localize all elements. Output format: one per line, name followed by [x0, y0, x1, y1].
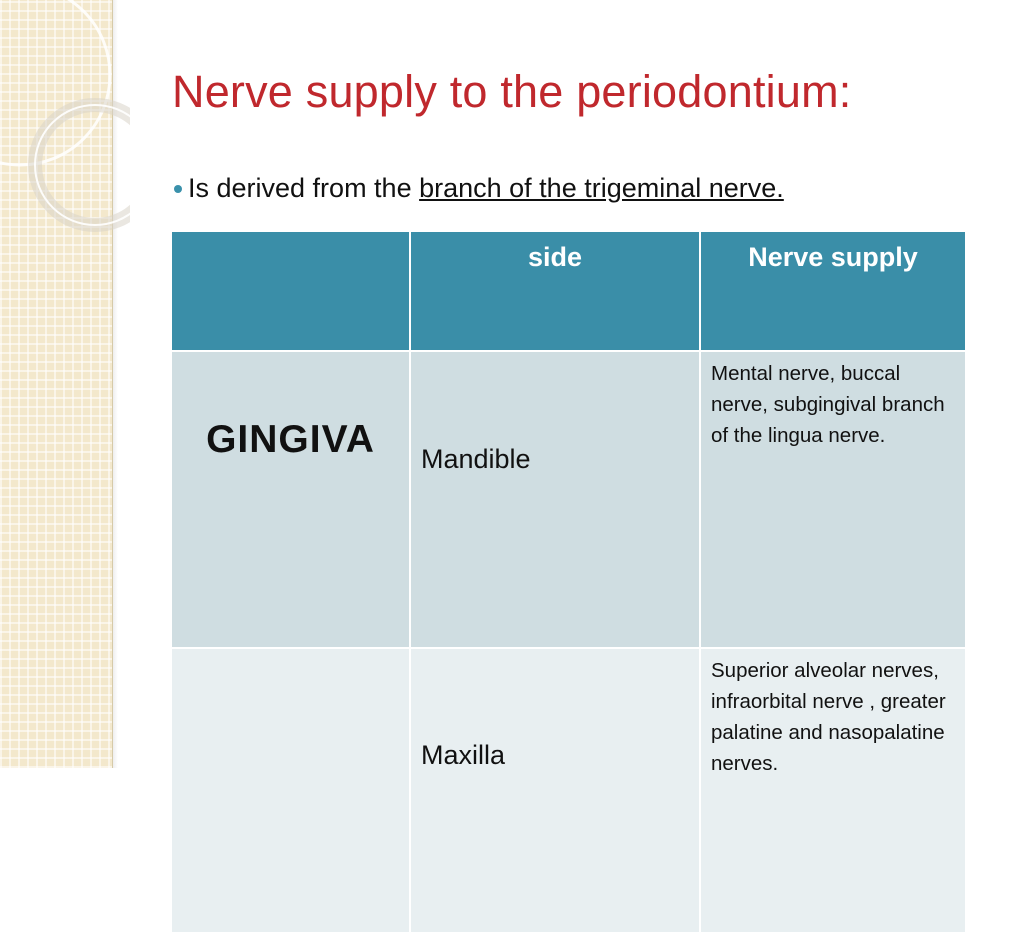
- side-cell: Maxilla: [409, 647, 701, 934]
- header-cell-side: side: [409, 230, 701, 352]
- header-cell-nerve-supply: Nerve supply: [699, 230, 967, 352]
- nerve-supply-table: side Nerve supply GINGIVA Mandible Menta…: [170, 230, 967, 934]
- table-row: GINGIVA Mandible Mental nerve, buccal ne…: [170, 350, 967, 649]
- header-cell-organ: [170, 230, 411, 352]
- bullet-dot-icon: [174, 185, 182, 193]
- bullet-underlined-text: branch of the trigeminal nerve.: [419, 173, 784, 203]
- bullet-text: Is derived from the: [188, 173, 420, 203]
- decorative-ring-inner: [34, 104, 130, 226]
- organ-cell: GINGIVA: [170, 350, 411, 649]
- table-row: Maxilla Superior alveolar nerves, infrao…: [170, 647, 967, 934]
- decorative-rings: [0, 0, 130, 232]
- decorative-ring-large: [0, 0, 112, 167]
- organ-cell: [170, 647, 411, 934]
- side-cell: Mandible: [409, 350, 701, 649]
- side-strip-shadow: [112, 0, 118, 768]
- decorative-ring-small: [28, 98, 130, 232]
- bullet-item: Is derived from the branch of the trigem…: [174, 173, 784, 204]
- slide-title: Nerve supply to the periodontium:: [172, 66, 852, 117]
- nerve-supply-cell: Superior alveolar nerves, infraorbital n…: [699, 647, 967, 934]
- table-header-row: side Nerve supply: [170, 230, 967, 352]
- nerve-supply-cell: Mental nerve, buccal nerve, subgingival …: [699, 350, 967, 649]
